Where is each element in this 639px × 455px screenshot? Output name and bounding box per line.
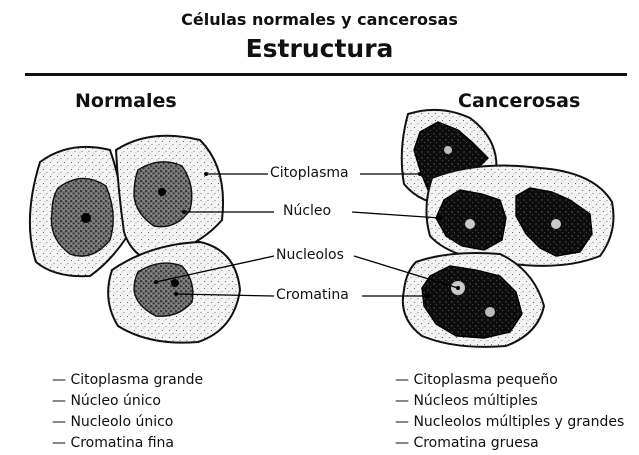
list-item: — Cromatina gruesa	[395, 433, 624, 454]
cancer-traits-list: — Citoplasma pequeño — Núcleos múltiples…	[395, 370, 624, 454]
list-item: — Núcleos múltiples	[395, 391, 624, 412]
normal-cell-bottom	[108, 242, 240, 343]
label-nucleoli: Nucleolos	[276, 247, 344, 263]
list-item: — Nucleolo único	[52, 412, 203, 433]
list-item: — Núcleo único	[52, 391, 203, 412]
label-nucleus: Núcleo	[283, 203, 331, 219]
list-item: — Citoplasma grande	[52, 370, 203, 391]
label-cytoplasm: Citoplasma	[270, 165, 349, 181]
normal-cell-left	[30, 147, 126, 276]
normal-traits-list: — Citoplasma grande — Núcleo único — Nuc…	[52, 370, 203, 454]
cancer-cell-middle	[426, 166, 613, 266]
list-item: — Citoplasma pequeño	[395, 370, 624, 391]
label-chromatin: Cromatina	[276, 287, 349, 303]
list-item: — Cromatina fina	[52, 433, 203, 454]
cancer-cell-bottom	[403, 253, 544, 347]
list-item: — Nucleolos múltiples y grandes	[395, 412, 624, 433]
